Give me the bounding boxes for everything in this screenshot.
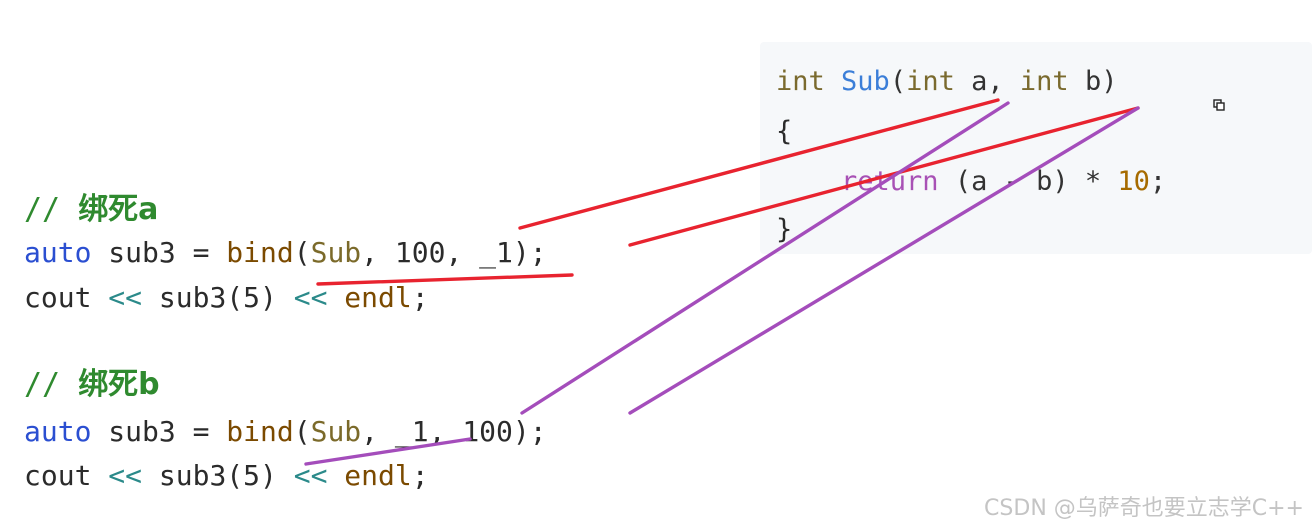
semicolon: ; bbox=[411, 281, 429, 314]
bind-args: , 100, _1); bbox=[361, 236, 547, 269]
cout-text: cout bbox=[24, 281, 109, 314]
indent bbox=[776, 166, 841, 197]
number-literal: 10 bbox=[1117, 166, 1150, 197]
return-expression: (a - b) * bbox=[938, 166, 1118, 197]
open-brace: { bbox=[776, 116, 793, 147]
cout-text: cout bbox=[24, 459, 109, 492]
assign-text: sub3 = bbox=[91, 236, 227, 269]
int-keyword: int bbox=[776, 66, 825, 97]
sub3-call: sub3(5) bbox=[142, 459, 294, 492]
bind-call: bind bbox=[226, 415, 294, 448]
bind-call: bind bbox=[226, 236, 294, 269]
shift-operator: << bbox=[108, 459, 143, 492]
assign-text: sub3 = bbox=[91, 415, 227, 448]
comment-slashes: // bbox=[24, 192, 79, 227]
semicolon: ; bbox=[411, 459, 429, 492]
sub3-call: sub3(5) bbox=[142, 281, 294, 314]
bind-args: , _1, 100); bbox=[361, 415, 547, 448]
param-b: b) bbox=[1068, 66, 1118, 97]
copy-icon[interactable] bbox=[1213, 99, 1225, 111]
int-keyword: int bbox=[906, 66, 955, 97]
sub-ref: Sub bbox=[310, 415, 362, 448]
cout-a-line: cout << sub3(5) << endl; bbox=[24, 276, 429, 320]
open-brace-line: { bbox=[776, 110, 792, 154]
bind-a-line: auto sub3 = bind(Sub, 100, _1); bbox=[24, 231, 547, 275]
function-name: Sub bbox=[841, 66, 890, 97]
return-keyword: return bbox=[841, 166, 939, 197]
return-line: return (a - b) * 10; bbox=[776, 160, 1166, 204]
comment-slashes: // bbox=[24, 367, 79, 402]
close-brace: } bbox=[776, 214, 793, 245]
param-a: a, bbox=[954, 66, 1020, 97]
sub-ref: Sub bbox=[310, 236, 362, 269]
open-paren: ( bbox=[889, 66, 907, 97]
shift-operator: << bbox=[293, 459, 328, 492]
auto-keyword: auto bbox=[24, 415, 92, 448]
cout-b-line: cout << sub3(5) << endl; bbox=[24, 454, 429, 498]
comment-bind-a: // 绑死a bbox=[24, 188, 158, 232]
endl-text: endl bbox=[327, 281, 412, 314]
auto-keyword: auto bbox=[24, 236, 92, 269]
shift-operator: << bbox=[108, 281, 143, 314]
int-keyword: int bbox=[1019, 66, 1069, 97]
close-brace-line: } bbox=[776, 208, 792, 252]
watermark: CSDN @乌萨奇也要立志学C++ bbox=[984, 496, 1304, 521]
shift-operator: << bbox=[293, 281, 328, 314]
open-paren: ( bbox=[293, 236, 311, 269]
function-signature-line: int Sub(int a, int b) bbox=[776, 60, 1117, 104]
bind-b-line: auto sub3 = bind(Sub, _1, 100); bbox=[24, 410, 547, 454]
semicolon: ; bbox=[1149, 166, 1167, 197]
comment-text: 绑死a bbox=[78, 192, 159, 227]
open-paren: ( bbox=[293, 415, 311, 448]
comment-text: 绑死b bbox=[78, 367, 160, 402]
comment-bind-b: // 绑死b bbox=[24, 363, 160, 407]
endl-text: endl bbox=[327, 459, 412, 492]
